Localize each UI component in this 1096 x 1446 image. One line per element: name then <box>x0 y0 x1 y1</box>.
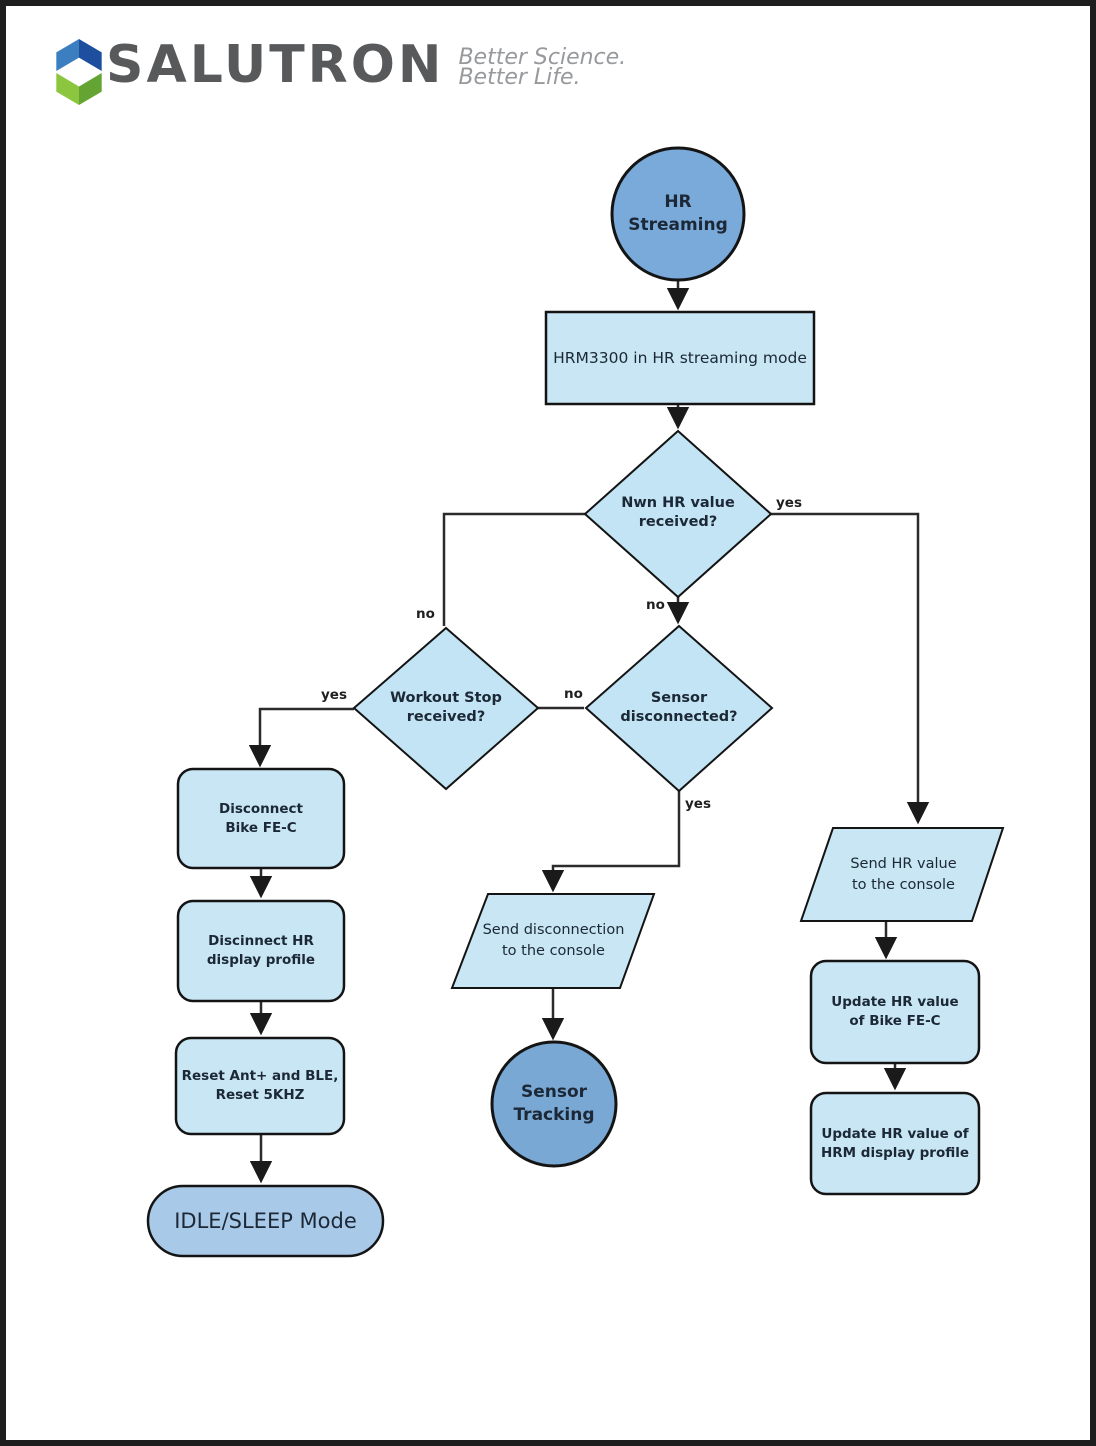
hrm3300-process-box <box>544 310 816 406</box>
new-hr-value-decision-diamond <box>583 429 773 599</box>
update-hrm-box <box>809 1091 981 1196</box>
update-bike-box <box>809 959 981 1065</box>
idle-sleep-stadium <box>146 1184 385 1258</box>
disconnect-hr-box <box>176 899 346 1003</box>
hr-streaming-circle <box>610 146 746 282</box>
send-disconnection-io-parallelogram <box>450 893 656 989</box>
flowchart-canvas <box>146 146 1005 1258</box>
s-icon-green-right <box>79 73 102 105</box>
edge-newhr-yes-to-sendhr <box>771 512 930 825</box>
edge-sensor-yes-to-senddisc <box>541 791 681 893</box>
send-hr-value-io-parallelogram <box>799 827 1005 922</box>
workout-stop-decision-diamond <box>352 626 540 791</box>
s-icon-blue-left <box>56 39 79 71</box>
brand-name: SALUTRON <box>106 35 445 95</box>
s-icon-green-left <box>56 73 79 105</box>
salutron-logo: SALUTRON Better Science. Better Life. <box>56 36 626 105</box>
salutron-s-icon <box>56 39 102 105</box>
tagline-line2: Better Life. <box>458 65 581 90</box>
s-icon-blue-right <box>79 39 102 71</box>
sensor-disconnected-decision-diamond <box>584 624 774 793</box>
edge-newhr-no-to-workout <box>442 512 585 626</box>
reset-ant-box <box>174 1036 346 1136</box>
disconnect-bike-box <box>176 767 346 870</box>
tagline-line1: Better Science. <box>458 45 627 70</box>
brand-tagline: Better Science. Better Life. <box>458 45 627 90</box>
sensor-tracking-circle <box>490 1040 618 1168</box>
edge-workout-yes-to-disconnectbike <box>248 707 354 768</box>
